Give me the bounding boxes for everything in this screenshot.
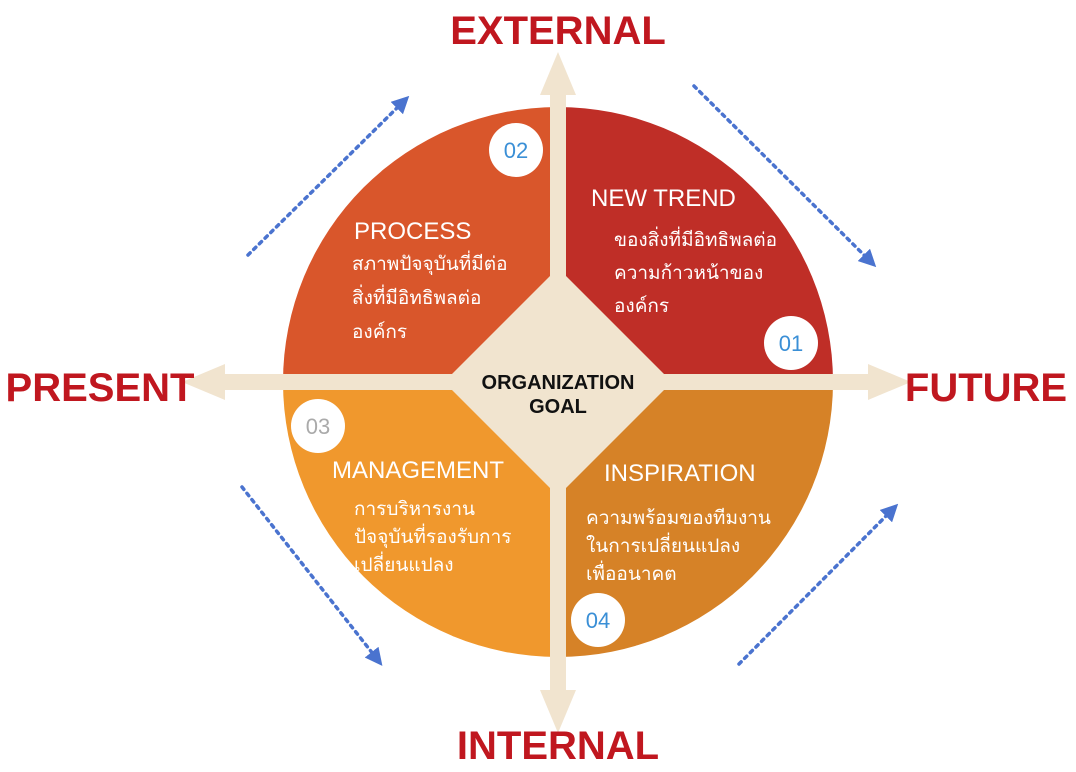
number-badge-04-text: 04 bbox=[586, 608, 610, 633]
quadrant-management bbox=[283, 382, 558, 657]
center-label-line2: GOAL bbox=[529, 396, 587, 418]
dotted-arrow-bottom-right bbox=[737, 503, 899, 666]
axis-label-top: EXTERNAL bbox=[450, 9, 666, 53]
number-badge-02-text: 02 bbox=[504, 138, 528, 163]
quadrant-new-trend bbox=[558, 107, 833, 382]
number-badge-01 bbox=[764, 316, 818, 370]
quadrant-text-management-2: ปัจจุบันที่รองรับการ bbox=[354, 523, 511, 549]
arrowhead-up bbox=[540, 52, 576, 95]
quadrant-text-new-trend-1: ของสิ่งที่มีอิทธิพลต่อ bbox=[614, 226, 777, 251]
axis-label-left: PRESENT bbox=[6, 366, 195, 410]
quadrant-new-trend-content: NEW TREND ของสิ่งที่มีอิทธิพลต่อ ความก้า… bbox=[591, 185, 818, 370]
axis-label-right: FUTURE bbox=[905, 366, 1067, 410]
quadrant-text-inspiration-2: ในการเปลี่ยนแปลง bbox=[586, 532, 740, 557]
number-badge-02 bbox=[489, 123, 543, 177]
number-badge-03-text: 03 bbox=[306, 414, 330, 439]
center-label-line1: ORGANIZATION bbox=[482, 372, 635, 394]
arrowhead-left bbox=[182, 364, 225, 400]
axis-label-bottom: INTERNAL bbox=[457, 724, 659, 768]
quadrant-process bbox=[283, 107, 558, 382]
quadrant-inspiration bbox=[558, 382, 833, 657]
number-badge-04 bbox=[571, 593, 625, 647]
quadrant-text-management-3: เปลี่ยนแปลง bbox=[354, 551, 454, 576]
quadrant-title-process: PROCESS bbox=[354, 218, 471, 245]
arrowhead-down bbox=[540, 690, 576, 733]
center-diamond bbox=[444, 268, 672, 496]
number-badge-01-text: 01 bbox=[779, 331, 803, 356]
dotted-direction-arrows bbox=[240, 84, 899, 666]
dotted-arrow-bottom-left bbox=[240, 485, 383, 666]
quadrant-title-inspiration: INSPIRATION bbox=[604, 460, 756, 487]
number-badge-03 bbox=[291, 399, 345, 453]
quadrant-text-new-trend-3: องค์กร bbox=[614, 295, 669, 317]
quadrant-text-new-trend-2: ความก้าวหน้าของ bbox=[614, 262, 763, 284]
quadrant-inspiration-content: INSPIRATION ความพร้อมของทีมงาน ในการเปลี… bbox=[571, 460, 771, 647]
quadrant-text-management-1: การบริหารงาน bbox=[354, 498, 475, 520]
arrowhead-right bbox=[868, 364, 911, 400]
quadrant-process-content: 02 PROCESS สภาพปัจจุบันที่มีต่อ สิ่งที่ม… bbox=[352, 123, 543, 343]
quadrant-title-new-trend: NEW TREND bbox=[591, 185, 736, 212]
dotted-arrow-top-right bbox=[692, 84, 877, 268]
dotted-arrow-top-left bbox=[246, 95, 410, 257]
quadrant-management-content: 03 MANAGEMENT การบริหารงาน ปัจจุบันที่รอ… bbox=[291, 399, 511, 576]
quadrant-text-process-1: สภาพปัจจุบันที่มีต่อ bbox=[352, 250, 508, 276]
quadrant-text-process-2: สิ่งที่มีอิทธิพลต่อ bbox=[352, 284, 481, 309]
quadrant-text-process-3: องค์กร bbox=[352, 321, 407, 343]
quadrant-title-management: MANAGEMENT bbox=[332, 457, 504, 484]
quadrant-text-inspiration-3: เพื่ออนาคต bbox=[586, 560, 677, 585]
quadrant-text-inspiration-1: ความพร้อมของทีมงาน bbox=[586, 507, 771, 529]
